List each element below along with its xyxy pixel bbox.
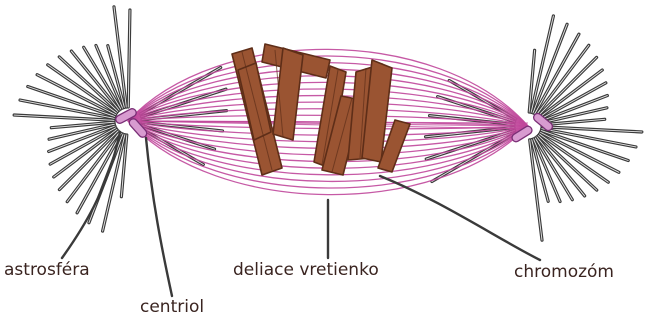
right-aster-ray-highlight [449,81,516,120]
label-chromosome: chromozóm [514,262,614,282]
leader-line [380,176,540,260]
label-spindle: deliace vretienko [233,260,379,280]
label-astrosphere: astrosféra [4,260,90,280]
right-aster-ray-highlight [538,136,597,191]
left-aster-ray-highlight [59,131,118,190]
leader-line [146,138,172,296]
label-centriole: centriol [140,297,204,317]
left-aster-ray-highlight [59,57,118,112]
chromosomes [232,44,410,175]
right-aster-ray-highlight [538,57,597,116]
